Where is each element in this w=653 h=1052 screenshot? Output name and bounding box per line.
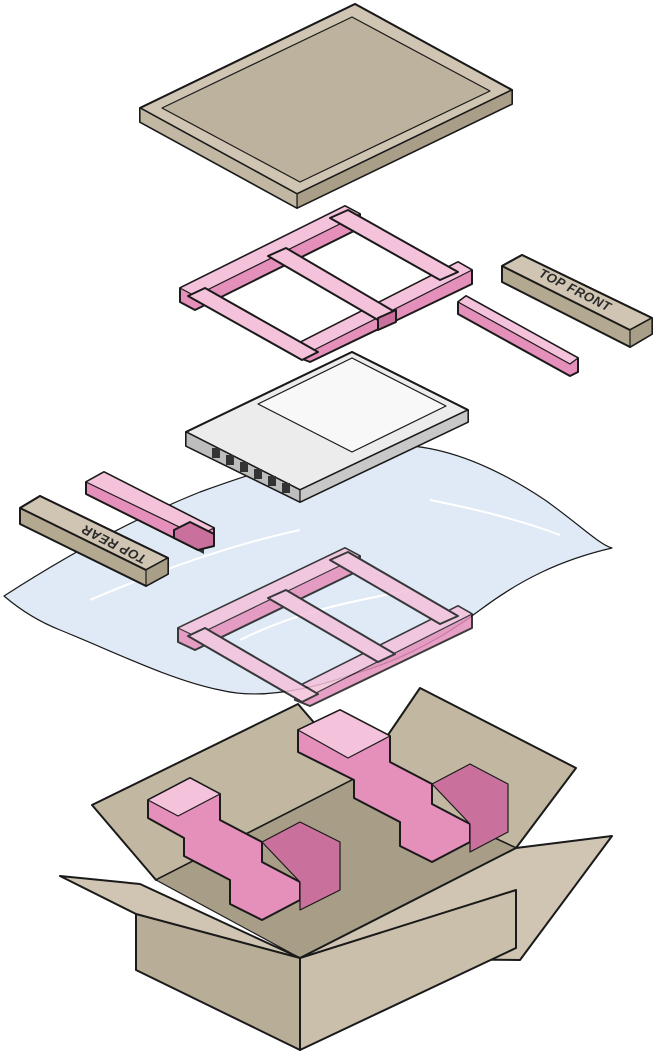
upper-foam-frame: [179, 205, 473, 363]
server-chassis: [185, 351, 469, 554]
rear-foam-piece: [85, 471, 215, 551]
top-front-end-cap: TOP FRONT: [501, 254, 653, 348]
foam-strip: [457, 295, 579, 377]
box-lid: [139, 3, 513, 209]
lower-foam-frame: [177, 547, 473, 707]
box-foam-insert-left: [147, 777, 341, 921]
box-foam-insert-right: [297, 709, 509, 863]
